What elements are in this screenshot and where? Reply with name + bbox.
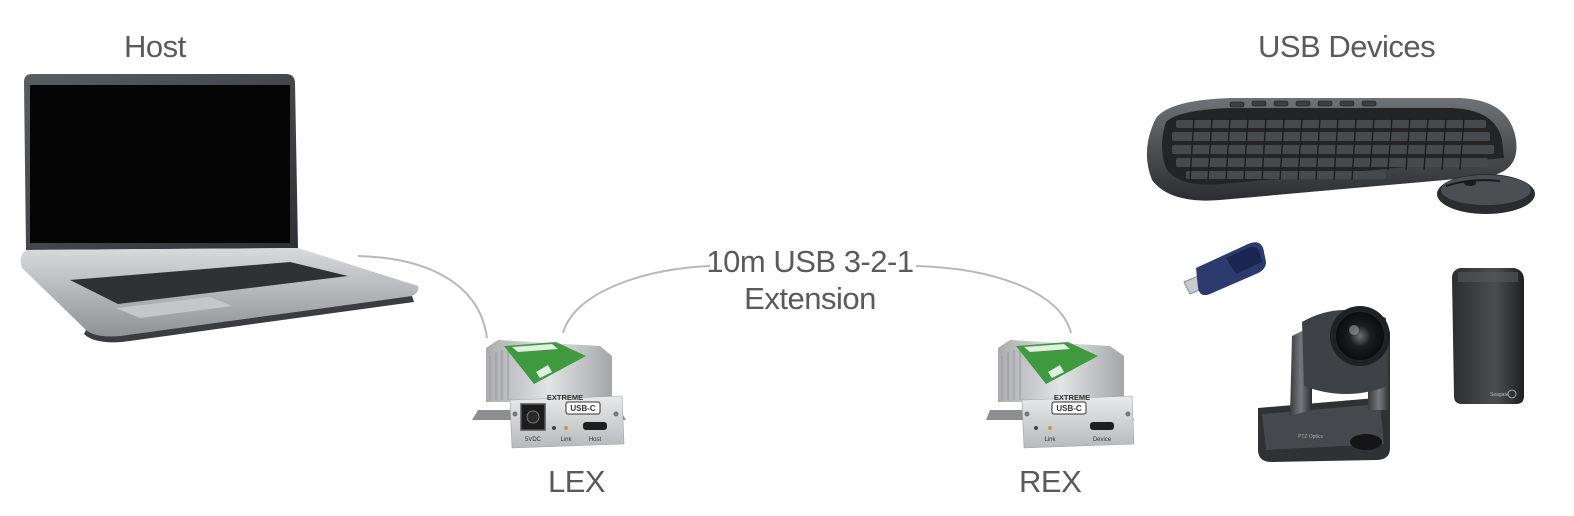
external-hard-drive-icon: Seagate <box>1452 268 1524 404</box>
cable-host-to-lex <box>357 255 488 339</box>
keyboard-icon <box>1146 98 1517 201</box>
rex-port-device: Device <box>1093 437 1112 443</box>
lex-label: LEX <box>548 464 606 499</box>
lex-port-link: Link <box>560 437 572 443</box>
rex-brand-top: EXTREME <box>1054 393 1090 402</box>
lex-extender-icon: EXTREME USB-C 5VDC Link Host <box>472 340 626 449</box>
rex-label: REX <box>1019 464 1082 499</box>
mouse-icon <box>1437 174 1535 214</box>
hdd-brand: Seagate <box>1490 392 1509 398</box>
rex-extender-icon: EXTREME USB-C Link Device <box>986 340 1135 449</box>
usb-devices-label: USB Devices <box>1258 29 1436 64</box>
lex-brand-bottom: USB-C <box>570 404 596 413</box>
extension-label: 10m USB 3-2-1 Extension <box>650 243 970 317</box>
extension-label-line1: 10m USB 3-2-1 <box>706 244 914 279</box>
camera-brand: PTZ Optics <box>1298 434 1324 440</box>
rex-brand-bottom: USB-C <box>1056 404 1082 413</box>
laptop-icon <box>20 74 419 343</box>
host-label: Host <box>124 29 186 64</box>
lex-port-power: 5VDC <box>525 437 542 443</box>
usb-flash-drive-icon <box>1183 242 1266 296</box>
cable-lex-to-rex <box>562 265 1072 334</box>
rex-port-link: Link <box>1044 437 1056 443</box>
lex-port-host: Host <box>589 437 602 443</box>
lex-brand-top: EXTREME <box>547 393 583 402</box>
ptz-camera-icon: PTZ Optics <box>1258 306 1390 462</box>
extension-label-line2: Extension <box>744 281 876 317</box>
